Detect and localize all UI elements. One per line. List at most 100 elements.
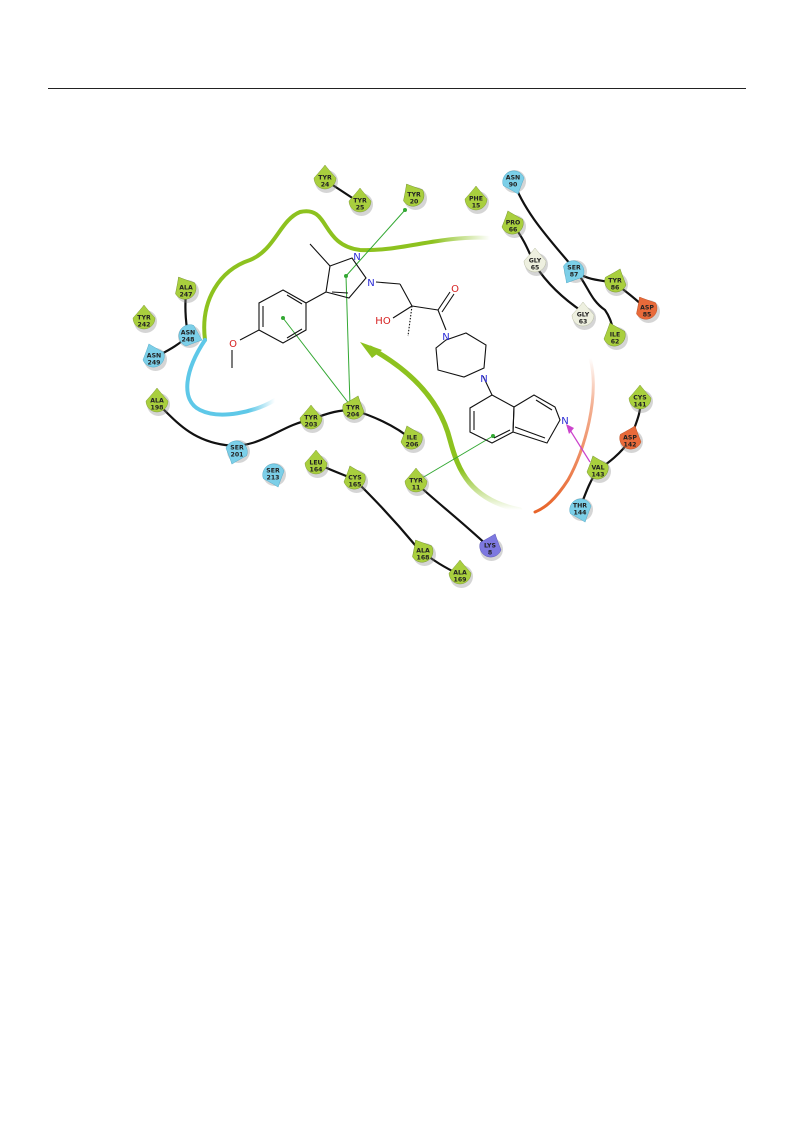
residue-number: 11 [412, 485, 421, 492]
atom-oxygen-methoxy: O [229, 339, 237, 350]
residue-marker-shape [604, 268, 627, 293]
residue-name: ILE [407, 435, 417, 442]
pyrazole-double [331, 291, 349, 294]
residue-marker-shape [262, 463, 285, 488]
residue-number: 168 [417, 555, 430, 562]
residue-number: 66 [509, 227, 518, 234]
residue-number: 204 [347, 412, 361, 419]
residue-name: ASP [640, 305, 654, 312]
residue-marker-shape [145, 387, 169, 413]
residue-name: SER [567, 265, 581, 272]
residue-name: TYR [304, 415, 318, 422]
carbonyl-n [437, 309, 447, 331]
residue-name: PHE [469, 196, 483, 203]
residue-number: 164 [310, 467, 324, 474]
residue-name: CYS [348, 475, 361, 482]
methoxyphenyl-double-2 [286, 328, 303, 339]
atom-n-piperazine-top: N [442, 332, 449, 343]
residue-marker-shape [304, 449, 328, 475]
residue-number: 142 [624, 442, 637, 449]
residue-name: TYR [407, 192, 421, 199]
residue-marker-shape [343, 465, 366, 490]
residue-marker-shape [501, 210, 524, 235]
residue-marker-shape [571, 301, 595, 327]
ch2-c [399, 283, 413, 307]
residue-name: GLY [529, 258, 542, 265]
pocket-contour-lower [367, 345, 523, 513]
residue-number: 15 [472, 203, 481, 210]
pi-stack-tyr20-pyrazole [345, 209, 406, 277]
isoquinoline-ring-b [512, 394, 561, 444]
pyrazole-methyl [309, 243, 331, 267]
hbond-arrowhead [566, 424, 574, 434]
residue-number: 90 [509, 182, 518, 189]
residue-number: 201 [231, 452, 244, 459]
residue-number: 8 [488, 550, 492, 557]
residue-number: 85 [643, 312, 652, 319]
residue-number: 203 [305, 422, 318, 429]
residue-name: TYR [608, 278, 622, 285]
residue-marker-shape [479, 533, 502, 558]
residue-number: 144 [574, 510, 588, 517]
piperazine-to-isoquinoline [482, 375, 493, 396]
residue-number: 198 [151, 405, 164, 412]
residue-name: ASN [506, 175, 520, 182]
residue-marker-shape [132, 304, 156, 330]
pi-stack-tyr204-pyrazole [345, 275, 351, 406]
residue-number: 24 [321, 182, 330, 189]
residue-number: 62 [611, 339, 620, 346]
residue-marker-shape [400, 425, 423, 450]
pocket-contour-left [185, 338, 277, 417]
atom-labels: N N O HO N N N O [229, 252, 569, 427]
residue-marker-shape [619, 425, 642, 450]
ligand-structure [231, 243, 561, 444]
residue-number: 242 [138, 322, 151, 329]
n1-ch2 [375, 281, 401, 285]
pocket-contours [185, 209, 595, 514]
residue-marker-shape [569, 498, 592, 523]
carbonyl-o-a [437, 291, 451, 311]
hbond-val143-n-isoquinoline [569, 429, 591, 463]
pi-stack-tyr11-isoquinoline [421, 435, 494, 479]
residue-marker-shape [636, 296, 658, 320]
residue-name: ALA [150, 398, 164, 405]
isoquinoline-double-2 [493, 429, 511, 439]
residue-marker-shape [342, 395, 365, 420]
interaction-lines [281, 208, 591, 480]
residue-name: TYR [409, 478, 423, 485]
residue-name: ALA [453, 570, 467, 577]
c-carbonyl [411, 305, 439, 311]
residue-marker-shape [586, 455, 609, 480]
piperazine-ring [435, 332, 487, 378]
residue-marker-shape [603, 322, 626, 347]
chain-cys141-thr144 [578, 399, 642, 509]
isoquinoline-double-3 [535, 399, 553, 411]
header-rule [48, 88, 746, 89]
c-ho [392, 305, 413, 319]
isoquinoline-double-4 [514, 426, 546, 439]
atom-n-pyrazole-2: N [353, 252, 360, 263]
methoxy-bond [239, 329, 260, 341]
pocket-contour-arrowhead [360, 342, 382, 358]
residue-name: SER [230, 445, 244, 452]
